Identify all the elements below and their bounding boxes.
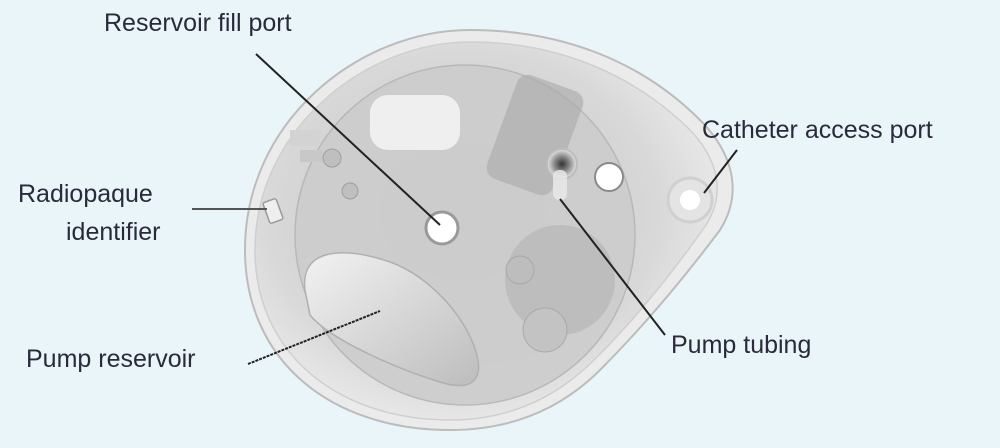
- leader-line-reservoir: [247, 310, 381, 365]
- label-radiopaque-identifier-line1: Radiopaque: [18, 180, 153, 208]
- label-pump-reservoir: Pump reservoir: [26, 345, 196, 373]
- pump-body: [243, 28, 734, 432]
- label-radiopaque-identifier-line2: identifier: [66, 218, 161, 246]
- label-reservoir-fill-port: Reservoir fill port: [104, 9, 292, 37]
- leader-line-catheter-port: [703, 149, 738, 194]
- label-pump-tubing: Pump tubing: [671, 331, 812, 359]
- label-catheter-access-port: Catheter access port: [702, 116, 933, 144]
- pump-reservoir-shape: [303, 252, 480, 387]
- radiopaque-identifier-shape: [262, 198, 284, 224]
- leader-line-tubing: [559, 198, 666, 336]
- leader-line-fill-port: [255, 53, 441, 226]
